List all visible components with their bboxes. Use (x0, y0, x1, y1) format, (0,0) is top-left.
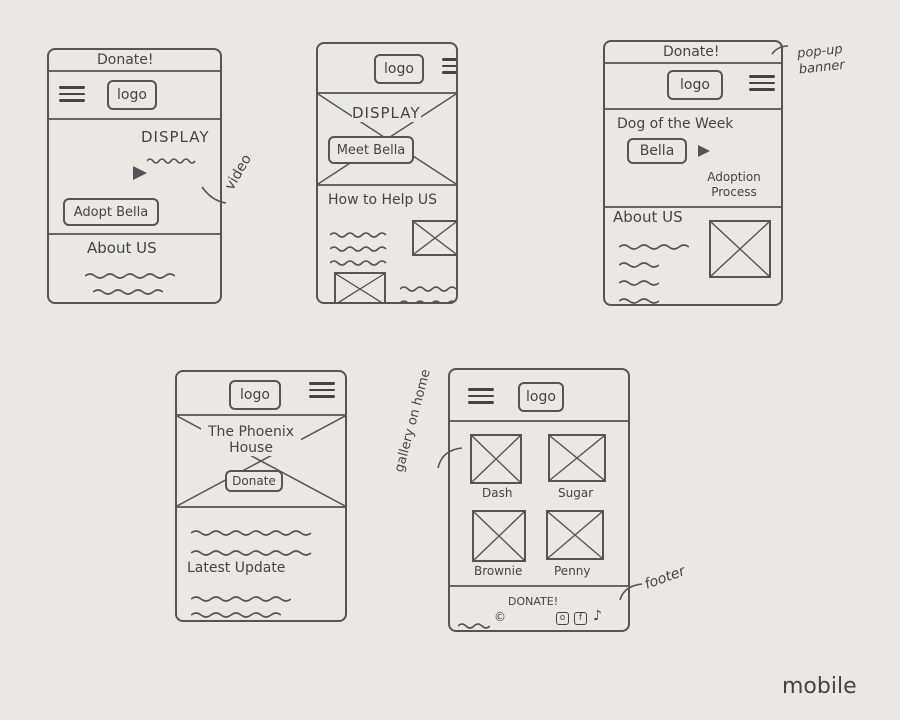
mobile-label: mobile (782, 674, 857, 699)
squiggle-text (618, 254, 660, 268)
display-section: DISPLAY Adopt Bella (49, 120, 220, 235)
dog-name-penny: Penny (554, 564, 591, 578)
header: logo (605, 64, 781, 110)
adopt-bella-button[interactable]: Adopt Bella (63, 198, 159, 226)
play-icon[interactable] (697, 144, 711, 158)
dog-of-week-section: Dog of the Week Bella Adoption Process (605, 110, 781, 208)
squiggle-text (329, 252, 388, 266)
squiggle-text (399, 292, 456, 302)
gallery-arrow (437, 447, 463, 469)
squiggle-text (618, 236, 690, 250)
squiggle-text (146, 150, 197, 164)
hero-section: The Phoenix House Donate (177, 416, 345, 508)
instagram-icon[interactable]: o (556, 612, 569, 625)
about-section: About US (49, 235, 220, 302)
squiggle-text (329, 238, 388, 252)
donate-banner-label: Donate! (663, 44, 720, 60)
header: logo (49, 72, 220, 120)
logo[interactable]: logo (518, 382, 564, 412)
dog-photo-sugar[interactable] (548, 434, 606, 482)
display-hero: DISPLAY Meet Bella (318, 94, 456, 186)
squiggle-text (190, 522, 315, 536)
dog-photo-dash[interactable] (470, 434, 522, 484)
hamburger-icon[interactable] (59, 82, 85, 104)
about-heading: About US (613, 208, 683, 226)
gallery-annotation: gallery on home (392, 367, 434, 474)
wireframe-3: Donate! logo Dog of the Week Bella Adopt… (603, 40, 783, 306)
tiktok-icon[interactable]: ♪ (593, 608, 602, 624)
about-heading: About US (87, 239, 157, 257)
wireframe-5: logo Dash Sugar Brownie Penny DONATE! © … (448, 368, 630, 632)
squiggle-text (618, 290, 660, 304)
dog-name-brownie: Brownie (474, 564, 523, 578)
squiggle-text (618, 272, 660, 286)
donate-banner[interactable]: Donate! (49, 50, 220, 72)
copyright-icon: © (494, 610, 506, 624)
donate-banner[interactable]: Donate! (605, 42, 781, 64)
image-placeholder (334, 272, 386, 302)
squiggle-text (92, 281, 164, 295)
donate-button[interactable]: Donate (225, 470, 283, 492)
donate-banner-label: Donate! (97, 52, 154, 68)
logo[interactable]: logo (107, 80, 157, 110)
gallery: Dash Sugar Brownie Penny (450, 422, 628, 587)
hamburger-icon[interactable] (468, 384, 494, 406)
wireframe-4: logo The Phoenix House Donate Latest Upd… (175, 370, 347, 622)
image-placeholder (709, 220, 771, 278)
header: logo (177, 372, 345, 416)
about-section: About US (605, 208, 781, 304)
video-annotation: video (222, 151, 255, 193)
footer: DONATE! © o f ♪ (450, 587, 628, 630)
hamburger-icon[interactable] (749, 71, 775, 93)
squiggle-text (84, 265, 176, 279)
display-heading: DISPLAY (141, 128, 210, 146)
updates-section: Latest Update (177, 508, 345, 620)
meet-bella-button[interactable]: Meet Bella (328, 136, 414, 164)
help-heading: How to Help US (328, 192, 437, 208)
dog-name-sugar: Sugar (558, 486, 594, 500)
bella-button[interactable]: Bella (627, 138, 687, 164)
footer-annotation: footer (642, 563, 688, 593)
latest-update-heading: Latest Update (187, 560, 286, 576)
header: logo (318, 44, 456, 94)
hamburger-icon[interactable] (309, 378, 335, 400)
video-arrow (201, 186, 227, 204)
squiggle-text (190, 604, 282, 618)
footer-donate-link[interactable]: DONATE! (508, 595, 559, 608)
dog-of-week-heading: Dog of the Week (617, 116, 734, 132)
popup-arrow (771, 45, 789, 55)
logo[interactable]: logo (229, 380, 281, 410)
image-placeholder (412, 220, 456, 256)
squiggle-text (190, 588, 292, 602)
play-icon[interactable] (132, 165, 148, 181)
wireframe-2: logo DISPLAY Meet Bella How to Help US (316, 42, 458, 304)
squiggle-text (329, 224, 388, 238)
dog-photo-penny[interactable] (546, 510, 604, 560)
squiggle-text (399, 278, 456, 292)
popup-banner-annotation: pop-up banner (796, 41, 846, 78)
header: logo (450, 370, 628, 422)
display-heading: DISPLAY (352, 104, 421, 122)
facebook-icon[interactable]: f (574, 612, 587, 625)
dog-name-dash: Dash (482, 486, 513, 500)
squiggle-text (457, 615, 491, 629)
wireframe-1: Donate! logo DISPLAY Adopt Bella About U… (47, 48, 222, 304)
squiggle-text (190, 542, 315, 556)
hamburger-icon[interactable] (442, 54, 456, 76)
help-section: How to Help US (318, 186, 456, 302)
dog-photo-brownie[interactable] (472, 510, 526, 562)
logo[interactable]: logo (374, 54, 424, 84)
logo[interactable]: logo (667, 70, 723, 100)
hero-title: The Phoenix House (201, 424, 301, 456)
footer-arrow (619, 583, 643, 601)
adoption-process-label[interactable]: Adoption Process (707, 170, 761, 199)
